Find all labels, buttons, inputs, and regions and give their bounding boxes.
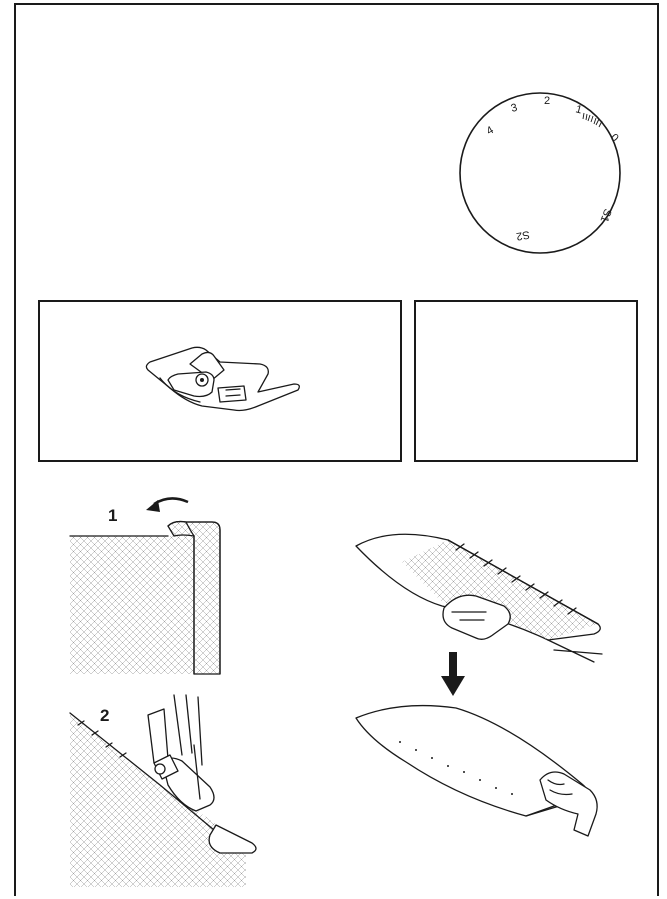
finished-seam-illustration (350, 700, 620, 840)
empty-settings-box (414, 300, 638, 462)
zigzag-presser-foot-icon (140, 340, 310, 430)
dial-label-2: 2 (544, 95, 550, 107)
step-1-illustration: 1 (70, 492, 240, 677)
stitch-length-dial: 4 3 2 1 0 S1 S2 (455, 86, 645, 276)
down-arrow-icon (441, 652, 465, 698)
dial-label-s2: S2 (515, 228, 530, 242)
curved-arrow-icon (154, 498, 188, 504)
dial-ring (460, 93, 620, 253)
step-1-number: 1 (108, 506, 117, 525)
step-2-number: 2 (100, 706, 109, 725)
step-2-illustration: 2 (70, 695, 265, 887)
press-seam-illustration (352, 522, 614, 664)
